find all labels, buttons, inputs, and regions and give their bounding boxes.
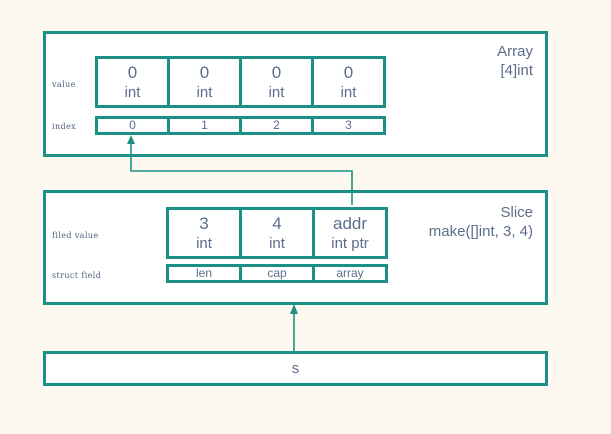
slice-caption: Slice make([]int, 3, 4)	[429, 203, 533, 241]
array-value-1: 0	[199, 63, 210, 82]
slice-field-row-label: struct field	[52, 271, 102, 280]
array-value-cell-0[interactable]: 0 int	[95, 56, 170, 108]
array-type-1: int	[196, 84, 213, 101]
array-index-row: 0 1 2 3	[95, 116, 386, 135]
slice-field-cell-len[interactable]: len	[166, 264, 242, 283]
slice-value-len: 3	[199, 214, 209, 233]
array-index-cell-2[interactable]: 2	[239, 116, 314, 135]
array-value-3: 0	[343, 63, 354, 82]
array-caption-line1: Array	[497, 43, 533, 60]
slice-type-array: int ptr	[331, 235, 369, 252]
slice-value-cap: 4	[272, 214, 282, 233]
variable-connector	[290, 304, 298, 351]
slice-value-array: addr	[332, 214, 368, 233]
array-type-2: int	[268, 84, 285, 101]
array-index-cell-3[interactable]: 3	[311, 116, 386, 135]
slice-caption-line2: make([]int, 3, 4)	[428, 223, 533, 240]
variable-label: s	[291, 360, 300, 377]
slice-field-row: len cap array	[166, 264, 388, 283]
array-index-cell-1[interactable]: 1	[167, 116, 242, 135]
slice-field-cell-cap[interactable]: cap	[239, 264, 315, 283]
array-value-cell-1[interactable]: 0 int	[167, 56, 242, 108]
array-type-0: int	[124, 84, 141, 101]
slice-type-cap: int	[269, 235, 285, 252]
slice-field-len: len	[195, 266, 212, 280]
slice-field-array: array	[336, 266, 364, 280]
array-type-3: int	[340, 84, 357, 101]
array-caption: Array [4]int	[497, 42, 533, 80]
slice-value-row-label: filed value	[52, 231, 99, 240]
slice-value-row: 3 int 4 int addr int ptr	[166, 207, 388, 259]
array-value-row: 0 int 0 int 0 int 0 int	[95, 56, 386, 108]
array-index-row-label: index	[52, 122, 77, 131]
slice-caption-line1: Slice	[500, 204, 533, 221]
slice-value-cell-cap[interactable]: 4 int	[239, 207, 315, 259]
slice-field-cell-array[interactable]: array	[312, 264, 388, 283]
array-value-cell-3[interactable]: 0 int	[311, 56, 386, 108]
array-index-cell-0[interactable]: 0	[95, 116, 170, 135]
slice-value-cell-array[interactable]: addr int ptr	[312, 207, 388, 259]
array-index-3: 3	[345, 118, 352, 132]
array-value-0: 0	[127, 63, 138, 82]
slice-field-cap: cap	[267, 266, 287, 280]
array-value-cell-2[interactable]: 0 int	[239, 56, 314, 108]
slice-value-cell-len[interactable]: 3 int	[166, 207, 242, 259]
array-index-0: 0	[129, 118, 136, 132]
array-index-1: 1	[201, 118, 208, 132]
variable-group-box	[43, 351, 548, 386]
array-value-2: 0	[271, 63, 282, 82]
array-index-2: 2	[273, 118, 280, 132]
array-caption-line2: [4]int	[500, 62, 533, 79]
array-value-row-label: value	[52, 80, 76, 89]
slice-type-len: int	[196, 235, 212, 252]
